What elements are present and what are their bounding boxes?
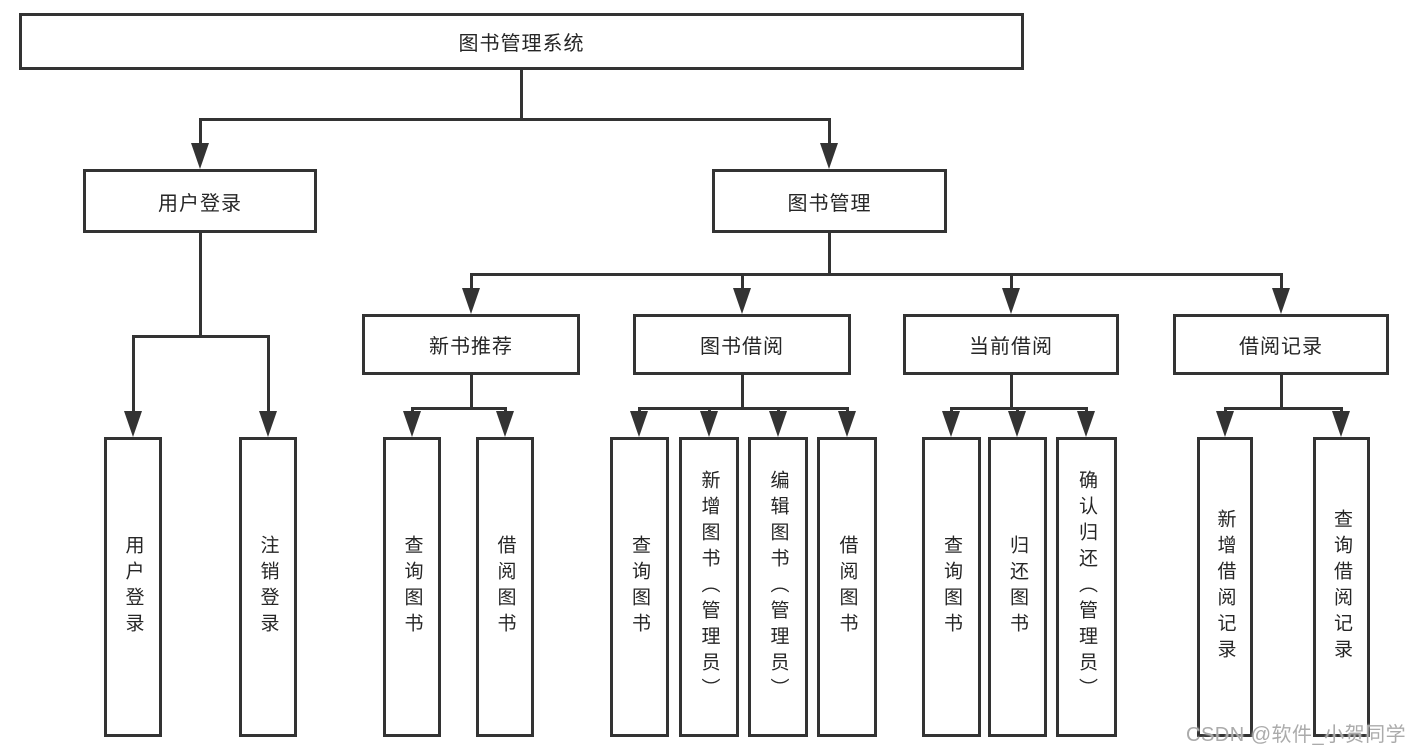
connector-line	[1010, 375, 1013, 410]
arrow-down-icon	[1272, 288, 1290, 314]
connector-line	[470, 273, 1282, 276]
node-label: 借阅图书	[836, 535, 858, 639]
connector-line	[1224, 407, 1342, 410]
node-label: 查询借阅记录	[1331, 509, 1352, 665]
connector-line	[1280, 273, 1283, 290]
connector-line	[708, 407, 711, 413]
connector-line	[520, 70, 523, 121]
arrow-down-icon	[769, 411, 787, 437]
connector-line	[199, 233, 202, 338]
connector-line	[411, 407, 506, 410]
arrow-down-icon	[496, 411, 514, 437]
arrow-down-icon	[124, 411, 142, 437]
connector-line	[1280, 375, 1283, 410]
node-book-management: 图书管理	[712, 169, 947, 233]
node-label: 确认归还（管理员）	[1076, 470, 1097, 704]
connector-line	[1224, 407, 1227, 413]
leaf-query-borrow-record: 查询借阅记录	[1313, 437, 1370, 737]
node-label: 图书管理系统	[458, 33, 585, 55]
arrow-down-icon	[259, 411, 277, 437]
node-label: 图书管理	[787, 192, 872, 215]
arrow-down-icon	[1332, 411, 1350, 437]
node-label: 编辑图书（管理员）	[767, 470, 789, 704]
leaf-query-books-current: 查询图书	[922, 437, 981, 737]
node-label: 借阅图书	[494, 535, 516, 639]
node-label: 用户登录	[158, 192, 242, 215]
node-label: 归还图书	[1007, 535, 1028, 639]
arrow-down-icon	[700, 411, 718, 437]
connector-line	[1016, 407, 1019, 413]
arrow-down-icon	[820, 143, 838, 169]
leaf-confirm-return-admin: 确认归还（管理员）	[1056, 437, 1117, 737]
connector-line	[199, 118, 831, 121]
node-label: 查询图书	[401, 535, 423, 639]
arrow-down-icon	[630, 411, 648, 437]
node-label: 图书借阅	[700, 336, 784, 358]
leaf-add-borrow-record: 新增借阅记录	[1197, 437, 1253, 737]
connector-line	[132, 335, 270, 338]
arrow-down-icon	[191, 143, 209, 169]
node-label: 借阅记录	[1239, 336, 1323, 358]
leaf-borrow-books-recommend: 借阅图书	[476, 437, 534, 737]
leaf-logout: 注销登录	[239, 437, 297, 737]
node-current-borrowing: 当前借阅	[903, 314, 1119, 375]
arrow-down-icon	[403, 411, 421, 437]
node-new-book-recommendation: 新书推荐	[362, 314, 580, 375]
connector-line	[638, 407, 641, 413]
node-label: 用户登录	[122, 535, 144, 639]
node-label: 注销登录	[257, 535, 279, 639]
arrow-down-icon	[733, 288, 751, 314]
connector-line	[1010, 273, 1013, 290]
leaf-query-books-recommend: 查询图书	[383, 437, 441, 737]
node-label: 新书推荐	[429, 336, 513, 358]
connector-line	[846, 407, 849, 413]
node-label: 查询图书	[629, 535, 650, 639]
arrow-down-icon	[1008, 411, 1026, 437]
leaf-borrow-books-borrow: 借阅图书	[817, 437, 877, 737]
leaf-edit-book-admin: 编辑图书（管理员）	[748, 437, 808, 737]
connector-line	[199, 118, 202, 145]
node-book-borrowing: 图书借阅	[633, 314, 851, 375]
node-borrowing-records: 借阅记录	[1173, 314, 1389, 375]
connector-line	[741, 375, 744, 410]
node-label: 查询图书	[941, 535, 962, 639]
arrow-down-icon	[942, 411, 960, 437]
connector-line	[1085, 407, 1088, 413]
leaf-user-login: 用户登录	[104, 437, 162, 737]
connector-line	[828, 118, 831, 145]
arrow-down-icon	[1216, 411, 1234, 437]
node-label: 新增借阅记录	[1214, 509, 1236, 665]
connector-line	[132, 335, 135, 413]
connector-line	[828, 233, 831, 276]
connector-line	[741, 273, 744, 290]
connector-line	[777, 407, 780, 413]
leaf-add-book-admin: 新增图书（管理员）	[679, 437, 739, 737]
leaf-return-books: 归还图书	[988, 437, 1047, 737]
arrow-down-icon	[1002, 288, 1020, 314]
connector-line	[504, 407, 507, 413]
connector-line	[470, 375, 473, 410]
connector-line	[950, 407, 953, 413]
connector-line	[411, 407, 414, 413]
connector-line	[638, 407, 848, 410]
arrow-down-icon	[462, 288, 480, 314]
arrow-down-icon	[838, 411, 856, 437]
arrow-down-icon	[1077, 411, 1095, 437]
connector-line	[267, 335, 270, 413]
leaf-query-books-borrow: 查询图书	[610, 437, 669, 737]
node-label: 当前借阅	[969, 336, 1053, 358]
connector-line	[470, 273, 473, 290]
node-library-management-system: 图书管理系统	[19, 13, 1024, 70]
node-user-login: 用户登录	[83, 169, 317, 233]
connector-line	[1340, 407, 1343, 413]
watermark: CSDN @软件_小贺同学	[1186, 724, 1405, 746]
node-label: 新增图书（管理员）	[698, 470, 720, 704]
